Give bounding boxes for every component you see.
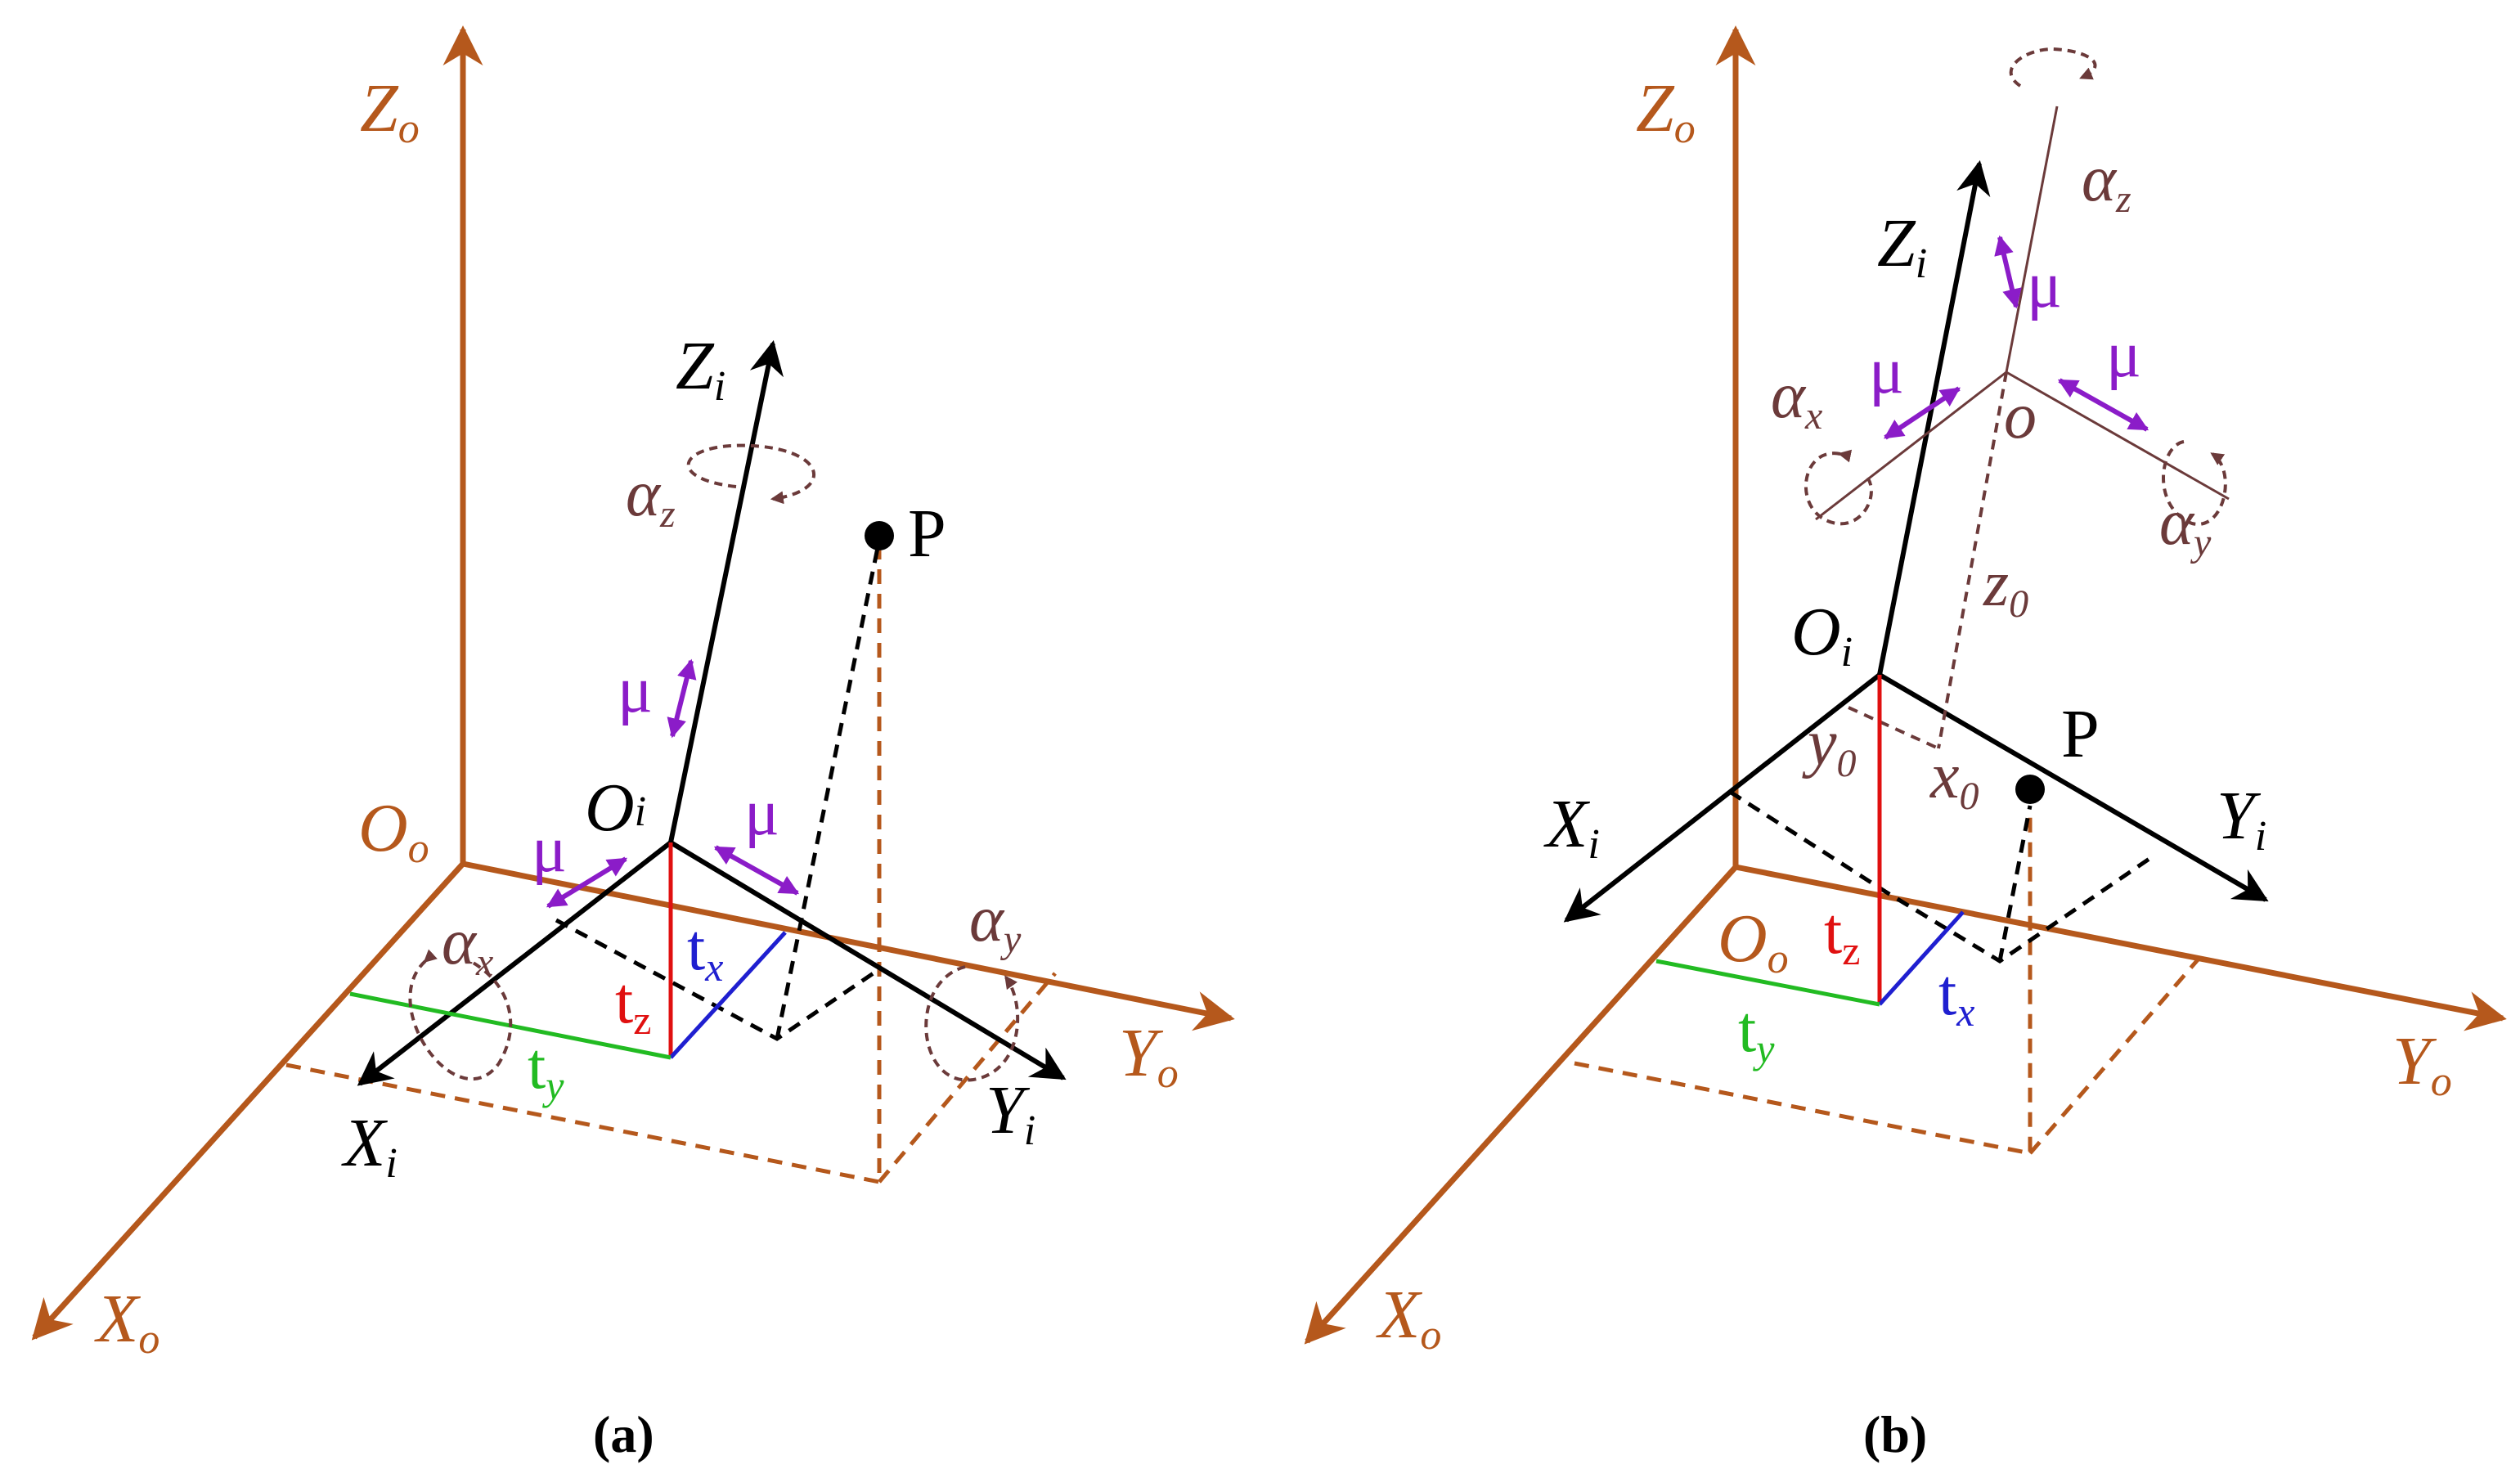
local-y-label: Yi bbox=[986, 1072, 1035, 1154]
mu-label: μ bbox=[2027, 249, 2062, 321]
world-x-axis bbox=[31, 861, 465, 1341]
small-frame-y bbox=[2006, 371, 2230, 501]
local-projection-dashed bbox=[1728, 789, 2157, 964]
point-projection-dashed bbox=[775, 539, 882, 1040]
caption-a: (a) bbox=[593, 1405, 654, 1463]
point-projection-dashed bbox=[1997, 805, 2033, 962]
double-arrow-icon bbox=[1884, 386, 1961, 440]
tx-segment bbox=[669, 931, 787, 1059]
point-label: P bbox=[908, 496, 946, 572]
double-arrow-icon bbox=[713, 845, 800, 896]
rotation-arc-icon bbox=[1804, 449, 1873, 526]
world-y-label: Yo bbox=[2392, 1023, 2452, 1105]
mu-label: μ bbox=[1869, 335, 1904, 407]
rotation-y-label: αy bbox=[2159, 487, 2212, 564]
y0-dashed bbox=[1848, 706, 1939, 750]
world-x-label: Xo bbox=[1376, 1277, 1441, 1359]
double-arrow-icon bbox=[667, 658, 697, 739]
rotation-arc-icon bbox=[2009, 47, 2097, 88]
world-projection-dashed bbox=[285, 540, 882, 1185]
x0-label: x0 bbox=[1929, 740, 1979, 818]
local-origin-label: Oi bbox=[585, 770, 646, 846]
rotation-y-label: αy bbox=[969, 883, 1022, 961]
tx-segment bbox=[1878, 910, 1965, 1006]
double-arrow-icon bbox=[546, 856, 628, 909]
local-z-label: Zi bbox=[676, 328, 725, 410]
point-dot-icon bbox=[865, 521, 894, 550]
point-dot-icon bbox=[2015, 775, 2045, 804]
rotation-arc-icon bbox=[686, 443, 815, 505]
z0-dashed bbox=[1937, 371, 2008, 749]
local-z-label: Zi bbox=[1877, 205, 1927, 287]
rotation-arc-icon bbox=[924, 965, 1020, 1082]
small-frame-x bbox=[1815, 371, 2007, 521]
point-label: P bbox=[2061, 696, 2100, 772]
panel-a: Zo Oo Yo Xo Zi Oi Xi Yi αz αx αy μ μ μ t… bbox=[31, 25, 1235, 1463]
mu-label: μ bbox=[2106, 319, 2141, 391]
world-projection-dashed bbox=[1574, 810, 2033, 1157]
ty-label: ty bbox=[528, 1031, 564, 1108]
caption-b: (b) bbox=[1863, 1405, 1927, 1463]
double-arrow-icon bbox=[1994, 235, 2022, 309]
panel-b: Zo Oo Yo Xo Zi Oi Xi Yi αz αx αy o μ μ μ… bbox=[1304, 25, 2507, 1463]
rotation-arc-icon bbox=[2162, 440, 2227, 526]
y0-label: y0 bbox=[1802, 708, 1857, 785]
double-arrow-icon bbox=[2057, 378, 2149, 432]
world-x-label: Xo bbox=[94, 1281, 159, 1363]
tx-label: tx bbox=[687, 912, 723, 990]
local-z-axis bbox=[668, 339, 784, 843]
tz-label: tz bbox=[615, 965, 651, 1043]
world-origin-label: Oo bbox=[1718, 901, 1789, 982]
local-x-label: Xi bbox=[1543, 786, 1600, 868]
mu-label: μ bbox=[532, 814, 567, 886]
world-z-label: Zo bbox=[360, 70, 420, 152]
local-origin-label: Oi bbox=[1791, 594, 1853, 676]
local-x-label: Xi bbox=[341, 1105, 398, 1187]
ty-segment bbox=[1655, 959, 1880, 1007]
small-frame-z bbox=[2005, 106, 2059, 373]
rotation-x-label: αx bbox=[442, 906, 493, 984]
local-x-axis bbox=[1563, 672, 1881, 923]
rotation-z-label: αz bbox=[2082, 143, 2131, 221]
local-y-label: Yi bbox=[2217, 778, 2266, 860]
rotation-arc-icon bbox=[408, 949, 513, 1081]
world-projection-dashed-b bbox=[878, 972, 1057, 1184]
world-z-label: Zo bbox=[1636, 70, 1696, 152]
small-origin-label: o bbox=[2004, 380, 2037, 452]
world-y-label: Yo bbox=[1119, 1015, 1179, 1097]
mu-label: μ bbox=[618, 654, 653, 726]
tz-label: tz bbox=[1824, 896, 1860, 973]
rotation-x-label: αx bbox=[1771, 360, 1822, 438]
rotation-z-label: αz bbox=[626, 458, 676, 536]
z0-label: z0 bbox=[1983, 548, 2028, 626]
mu-label: μ bbox=[744, 777, 779, 849]
tx-label: tx bbox=[1938, 957, 1974, 1035]
world-y-axis bbox=[1735, 864, 2507, 1031]
world-projection-dashed-b bbox=[2028, 955, 2202, 1155]
ty-label: ty bbox=[1738, 994, 1775, 1071]
world-x-axis bbox=[1304, 865, 1738, 1345]
world-origin-label: Oo bbox=[358, 790, 429, 872]
